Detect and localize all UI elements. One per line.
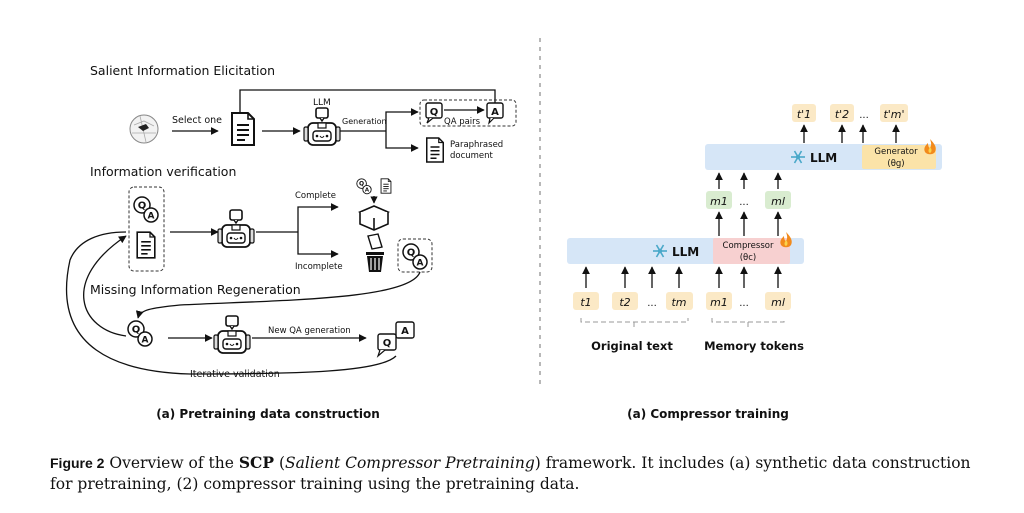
select-one-label: Select one — [172, 115, 222, 126]
svg-text:t1: t1 — [580, 296, 591, 309]
output-token-m — [880, 104, 908, 122]
caption-text-after: framework. It includes (a) synthetic dat… — [50, 454, 971, 493]
paraphrased-label-2: document — [450, 151, 494, 161]
arrow-to-qa — [385, 108, 419, 131]
lower-llm-label: LLM — [672, 245, 699, 259]
generator-label: Generator — [874, 147, 918, 157]
original-text-label: Original text — [591, 339, 673, 353]
wikipedia-globe-icon — [129, 114, 159, 144]
arrow-complete — [297, 203, 339, 232]
output-arrows — [800, 124, 900, 143]
section-title-elicitation: Salient Information Elicitation — [90, 63, 275, 78]
svg-text:...: ... — [859, 110, 869, 121]
arrow-back-to-verify-1 — [83, 235, 127, 337]
generator-block — [862, 145, 936, 169]
verifier-robot-icon — [217, 209, 255, 248]
storage-box-icon — [357, 205, 391, 231]
svg-text:Q: Q — [430, 107, 439, 118]
input-text-token-m — [666, 292, 693, 310]
svg-text:t'm': t'm' — [883, 108, 904, 121]
input-text-token-2 — [612, 292, 638, 310]
verify-input-box — [128, 186, 165, 272]
document-icon — [136, 231, 156, 259]
svg-text:...: ... — [647, 298, 657, 309]
input-memory-token-1 — [706, 292, 732, 310]
incomplete-label: Incomplete — [295, 262, 343, 272]
qa-icon — [133, 196, 159, 223]
upper-llm-label: LLM — [810, 151, 837, 165]
generation-label: Generation — [342, 117, 387, 126]
svg-text:t'2: t'2 — [835, 108, 849, 121]
generator-param: (θg) — [887, 159, 904, 169]
memory-tokens-label: Memory tokens — [704, 339, 804, 353]
answer-bubble-icon: A — [486, 102, 504, 125]
original-text-bracket — [580, 318, 689, 330]
subcaption-right: (a) Compressor training — [627, 407, 789, 421]
svg-text:t2: t2 — [619, 296, 630, 309]
qa-pairs-box — [419, 99, 517, 127]
svg-text:A: A — [401, 326, 409, 337]
svg-text:Q: Q — [383, 338, 392, 349]
subcaption-left: (a) Pretraining data construction — [156, 407, 380, 421]
svg-text:m1: m1 — [710, 195, 728, 208]
paraphrased-label-1: Paraphrased — [450, 140, 503, 150]
arrow-incomplete — [297, 232, 339, 258]
qa-icon — [127, 320, 153, 347]
qa-small-icon — [356, 178, 372, 195]
new-qa-generation-label: New QA generation — [268, 326, 351, 336]
compressor-output-arrows — [715, 211, 782, 236]
svg-text:m1: m1 — [710, 296, 728, 309]
compressor-param: (θc) — [740, 253, 757, 263]
trash-bin-icon — [366, 233, 384, 272]
incomplete-qa-box — [397, 238, 433, 273]
compressor-block — [713, 238, 790, 264]
llm-label: LLM — [313, 98, 331, 108]
svg-text:ml: ml — [771, 195, 785, 208]
output-tokens: t'1 t'2 ... t'm' — [792, 104, 908, 122]
iterative-validation-curve — [65, 231, 397, 375]
svg-text:t'1: t'1 — [797, 108, 811, 121]
new-qa-pair-icon: A Q — [376, 321, 415, 358]
compressor-label: Compressor — [723, 241, 774, 251]
paraphrased-document-icon — [426, 137, 444, 163]
document-small-icon — [380, 178, 392, 194]
figure-caption: Figure 2 Overview of the SCP (Salient Co… — [50, 453, 971, 493]
svg-text:ml: ml — [771, 296, 785, 309]
llm-robot-icon — [303, 107, 341, 146]
arrow-to-paraphrased — [385, 131, 419, 152]
svg-text:...: ... — [739, 298, 749, 309]
input-memory-token-l — [765, 292, 791, 310]
complete-label: Complete — [295, 191, 336, 201]
upper-memory-token-l — [765, 191, 791, 209]
document-icon — [231, 112, 255, 146]
memory-tokens-bracket — [711, 318, 785, 328]
section-title-regeneration: Missing Information Regeneration — [90, 282, 301, 297]
qa-icon — [402, 243, 428, 270]
qa-pairs-label: QA pairs — [444, 117, 481, 127]
arrow-regenerate-curve — [135, 271, 421, 319]
input-text-token-1 — [573, 292, 599, 310]
svg-text:...: ... — [739, 197, 749, 208]
svg-text:A: A — [491, 107, 499, 118]
upper-memory-arrows — [715, 172, 782, 189]
regenerator-robot-icon — [213, 315, 251, 354]
section-title-verification: Information verification — [90, 164, 236, 179]
figure-label: Figure 2 — [50, 455, 105, 471]
input-arrows — [582, 266, 782, 288]
caption-text-before: Overview of the — [109, 454, 234, 472]
caption-bold-acronym: SCP — [238, 453, 275, 472]
svg-text:tm: tm — [671, 296, 686, 309]
iterative-validation-label: Iterative validation — [190, 369, 280, 380]
output-token-1 — [792, 104, 816, 122]
question-bubble-icon: Q — [425, 102, 443, 124]
caption-italic-name: Salient Compressor Pretraining — [285, 454, 535, 472]
output-token-2 — [830, 104, 854, 122]
upper-memory-token-1 — [706, 191, 732, 209]
